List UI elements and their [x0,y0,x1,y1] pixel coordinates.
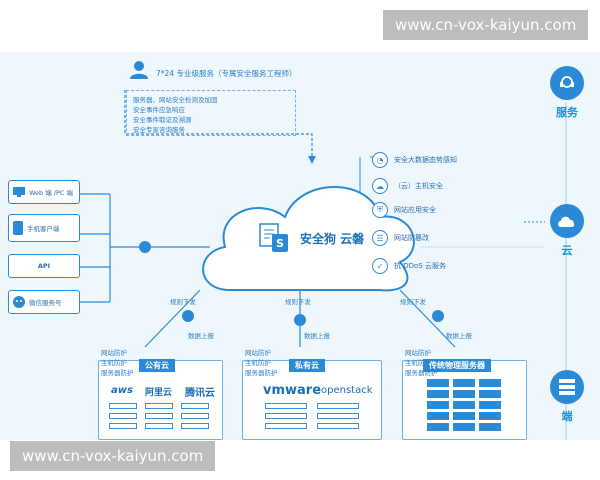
cloud-shape [202,186,415,292]
cloud-title: 安全狗 云磐 [300,231,365,246]
engineer-icon [130,61,148,79]
server-rack [427,379,501,431]
cloud-icon [558,216,575,227]
watermark-top: www.cn-vox-kaiyun.com [383,10,589,40]
protection-item: 服务器防护 [101,369,134,377]
target-private-cloud: 私有云 网站防护 主机防护 服务器防护 vmware openstack [242,349,382,440]
cloud-core: S 安全狗 云磐 [258,222,364,254]
client-label: 微信服务号 [29,299,62,307]
protection-item: 服务器防护 [405,369,438,377]
document-icon: ☰ [372,230,388,246]
link-label-left: 规则下发 [170,298,196,306]
feature-item: ☰ 网站防篡改 [372,230,429,246]
link-node-middle [294,314,306,326]
side-label-cloud: 云 [561,244,573,257]
headset-icon [560,76,574,88]
wechat-icon [13,296,25,308]
mobile-icon [13,221,23,235]
feature-label: 网站防篡改 [394,234,429,242]
protection-list: 网站防护 主机防护 服务器防护 [245,347,278,377]
side-label-end: 端 [561,410,573,423]
architecture-diagram: 7*24 专业级服务（专属安全服务工程师） 服务器、网站安全检测及加固 安全事件… [0,52,600,440]
client-label: Web 端 /PC 端 [29,189,74,197]
feature-label: 安全大数据态势感知 [394,156,457,164]
protection-item: 网站防护 [405,349,431,357]
logo-tencent: 腾讯云 [185,388,215,399]
protection-list: 网站防护 主机防护 服务器防护 [405,347,438,377]
shield-check-icon: ✓ [372,258,388,274]
data-label-right: 数据上报 [446,332,472,340]
data-label-left: 数据上报 [188,332,214,340]
logo-vmware: vmware [263,383,322,398]
monitor-icon [13,187,25,197]
feature-label: 网站应用安全 [394,206,436,214]
client-label: API [37,262,51,270]
client-api: API [8,254,80,278]
feature-item: ◔ 安全大数据态势感知 [372,152,457,168]
target-physical-servers: 传统物理服务器 网站防护 主机防护 服务器防护 [402,349,527,440]
target-title: 传统物理服务器 [423,359,491,372]
protection-item: 主机防护 [245,359,271,367]
server-icon [559,379,575,395]
logo-aliyun: 阿里云 [145,388,173,398]
feature-label: 抗 DDoS 云服务 [394,262,446,270]
cloud-icon: ☁ [372,178,388,194]
feature-item: ⛨ 网站应用安全 [372,202,436,218]
target-title: 公有云 [139,359,175,372]
feature-label: （云）主机安全 [394,182,443,190]
target-title: 私有云 [289,359,325,372]
watermark-bottom: www.cn-vox-kaiyun.com [10,441,216,471]
svg-text:S: S [276,237,284,250]
document-shield-icon: S [259,223,288,252]
shield-icon: ⛨ [372,202,388,218]
feature-item: ☁ （云）主机安全 [372,178,443,194]
protection-item: 主机防护 [405,359,431,367]
service-item: 安全事件应急响应 [133,106,185,114]
service-item: 安全事件取证及溯源 [133,116,192,124]
service-list: 服务器、网站安全检测及加固 安全事件应急响应 安全事件取证及溯源 安全专家咨询服… [126,90,296,136]
service-title: 7*24 专业级服务（专属安全服务工程师） [156,69,297,78]
service-item: 服务器、网站安全检测及加固 [133,96,218,104]
link-node-left [182,310,194,322]
client-wechat: 微信服务号 [8,290,80,314]
service-item: 安全专家咨询服务 [133,126,185,134]
link-label-middle: 规则下发 [285,298,311,306]
side-service: 服务 [545,66,589,120]
link-label-right: 规则下发 [400,298,426,306]
link-node-right [432,310,444,322]
pie-chart-icon: ◔ [372,152,388,168]
client-web-pc: Web 端 /PC 端 [8,180,80,204]
data-label-middle: 数据上报 [304,332,330,340]
protection-item: 网站防护 [101,349,127,357]
side-end: 端 [545,370,589,424]
feature-item: ✓ 抗 DDoS 云服务 [372,258,446,274]
side-label-service: 服务 [556,106,578,119]
logo-aws: aws [111,385,133,396]
logo-openstack: openstack [321,385,373,396]
client-mobile: 手机客户端 [8,214,80,242]
client-hub-node [139,241,151,253]
protection-item: 主机防护 [101,359,127,367]
side-cloud: 云 [545,204,589,258]
protection-list: 网站防护 主机防护 服务器防护 [101,347,134,377]
client-label: 手机客户端 [27,225,60,233]
target-public-cloud: 公有云 网站防护 主机防护 服务器防护 aws 阿里云 腾讯云 [98,349,223,440]
protection-item: 服务器防护 [245,369,278,377]
protection-item: 网站防护 [245,349,271,357]
